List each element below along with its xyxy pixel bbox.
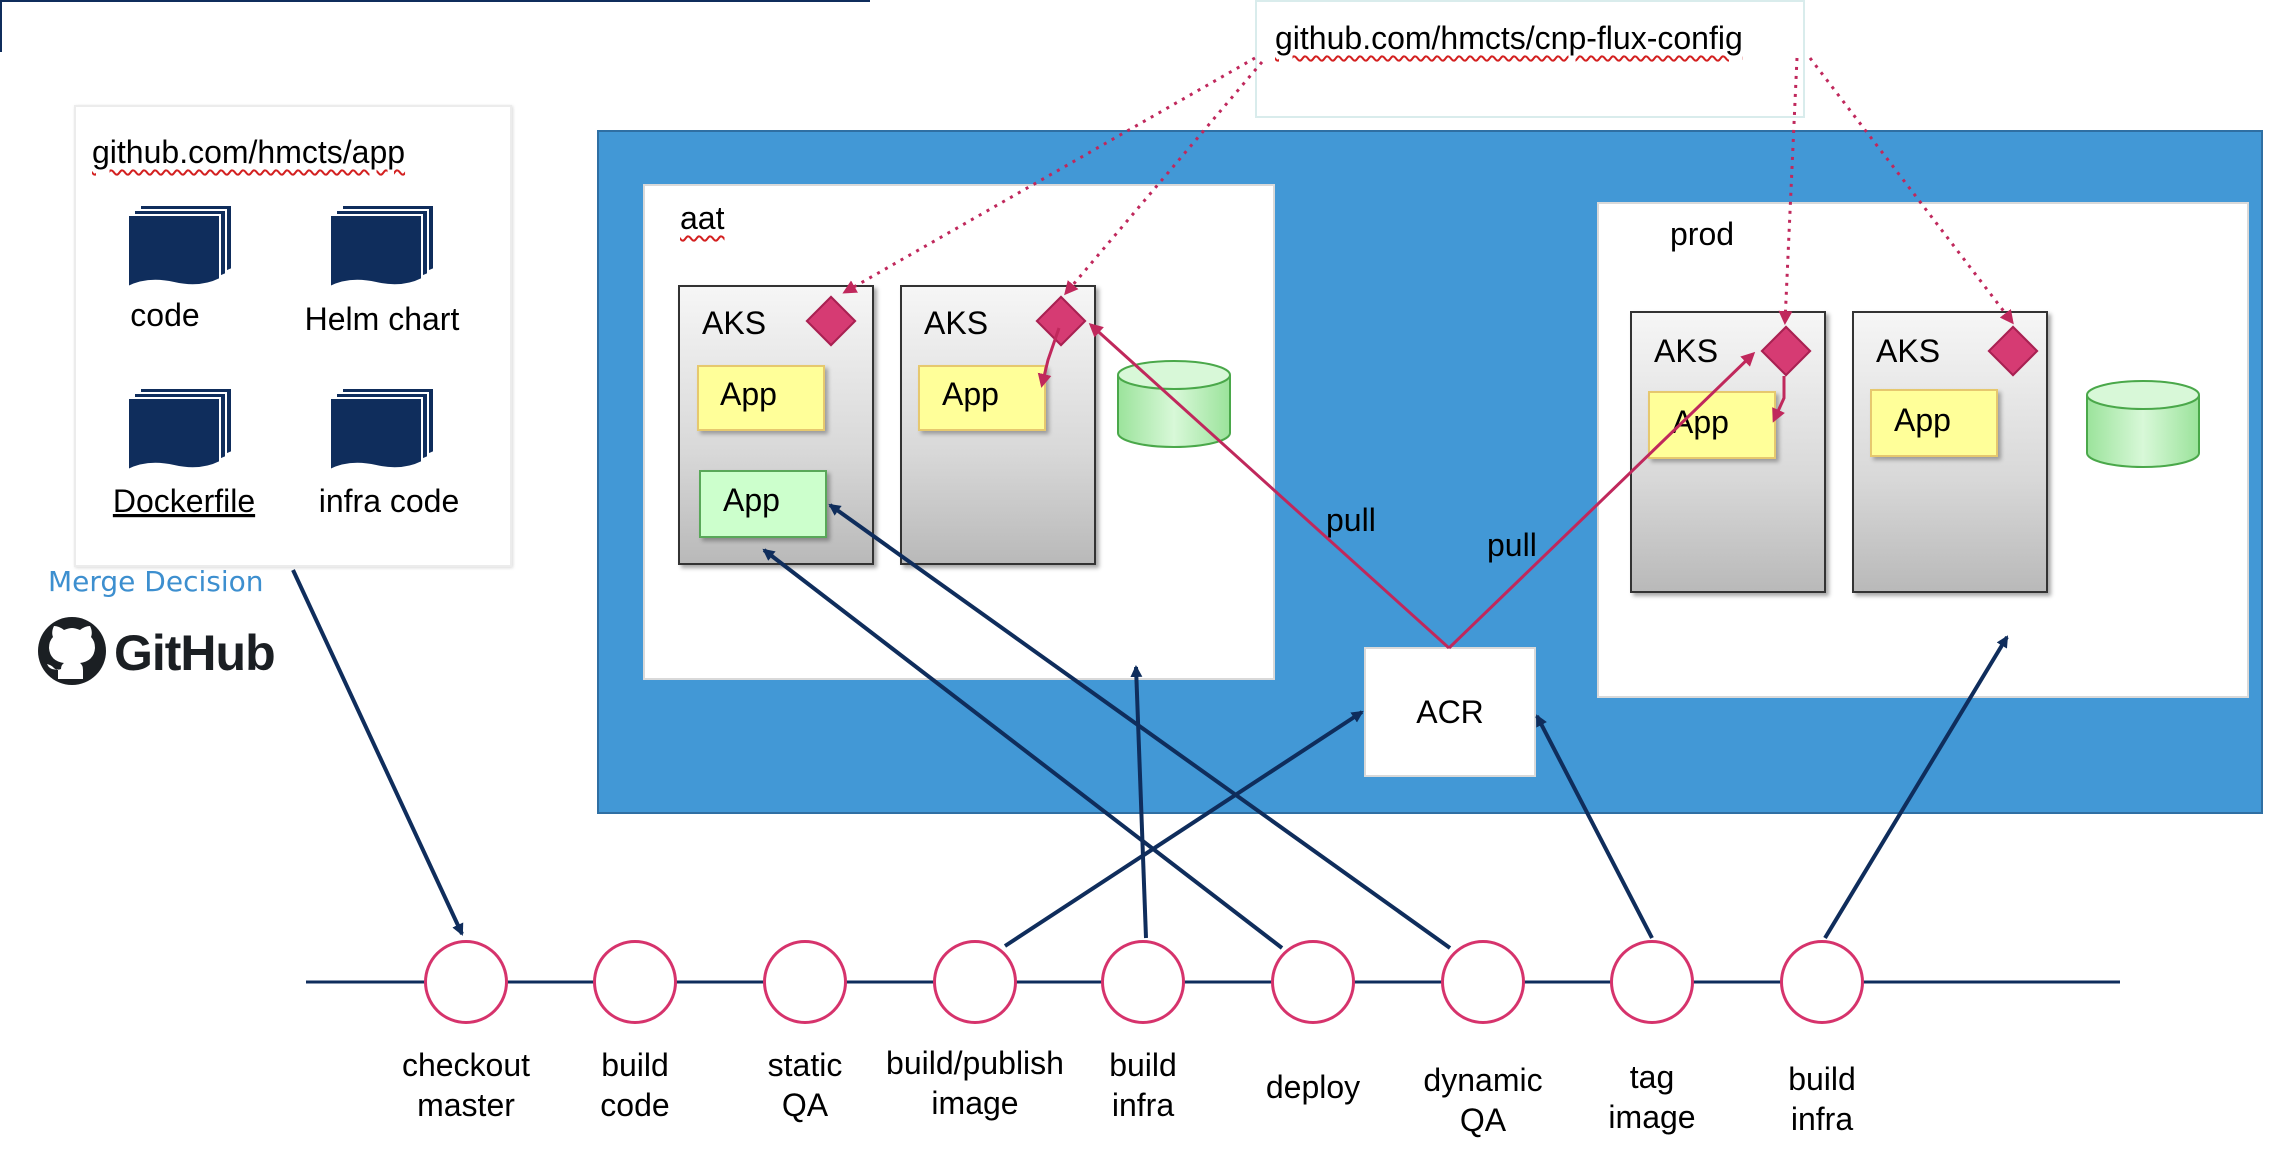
flux-sync-arrow-prod-1 bbox=[1778, 57, 1799, 325]
stage-checkout-master bbox=[424, 940, 508, 1024]
app-repo-panel bbox=[74, 105, 512, 567]
app-repo-url: github.com/hmcts/app bbox=[92, 134, 406, 170]
app-label-aat-1-new: App bbox=[723, 482, 780, 518]
dockerfile-file-icon bbox=[127, 387, 233, 472]
github-octocat-icon bbox=[38, 617, 106, 685]
infra-code-label: infra code bbox=[319, 483, 460, 519]
build-infra-prod-arrow bbox=[1823, 635, 2009, 940]
stage-build-infra-prod bbox=[1780, 940, 1864, 1024]
tag-image-to-acr-arrow bbox=[1535, 714, 1654, 939]
aks-label-aat-1: AKS bbox=[702, 305, 767, 341]
stage-static-qa bbox=[763, 940, 847, 1024]
publish-image-to-acr-arrow bbox=[1003, 710, 1364, 948]
infra-code-file-icon bbox=[329, 387, 435, 472]
build-infra-aat-arrow bbox=[1130, 665, 1148, 939]
aat-database-icon bbox=[1117, 360, 1231, 448]
helm-chart-label: Helm chart bbox=[305, 301, 460, 337]
app-label-prod-2: App bbox=[1894, 402, 1951, 438]
prod-label: prod bbox=[1670, 216, 1735, 252]
flux-sync-arrow-aat-1 bbox=[842, 56, 1256, 294]
flux-sync-arrow-prod-2 bbox=[1808, 57, 2014, 325]
app-label-aat-2: App bbox=[942, 376, 999, 412]
aks-label-aat-2: AKS bbox=[924, 305, 989, 341]
helm-chart-file-icon bbox=[329, 204, 435, 289]
app-label-aat-1: App bbox=[720, 376, 777, 412]
pull-label-aat: pull bbox=[1326, 502, 1376, 538]
acr-box bbox=[1364, 647, 1536, 777]
flux-update-arrow-prod bbox=[1772, 376, 1786, 423]
stage-label-deploy: deploy bbox=[1265, 1069, 1361, 1105]
stage-build-infra-aat bbox=[1101, 940, 1185, 1024]
aat-label: aat bbox=[680, 200, 725, 236]
flux-config-url: github.com/hmcts/cnp-flux-config bbox=[1275, 20, 1743, 56]
prod-database-icon bbox=[2086, 380, 2200, 468]
aks-label-prod-2: AKS bbox=[1876, 333, 1941, 369]
app-aat-2 bbox=[918, 365, 1046, 431]
flux-sync-arrow-aat-2 bbox=[1064, 61, 1264, 296]
github-wordmark: GitHub bbox=[114, 625, 276, 681]
flux-update-arrow-aat bbox=[1037, 327, 1061, 388]
dockerfile-label: Dockerfile bbox=[113, 483, 255, 519]
dynamic-qa-arrow bbox=[828, 503, 1452, 950]
code-file-icon bbox=[127, 204, 233, 289]
merge-decision-label: Merge Decision bbox=[48, 565, 264, 598]
stage-deploy bbox=[1271, 940, 1355, 1024]
stage-dynamic-qa bbox=[1441, 940, 1525, 1024]
pull-arrow-aat bbox=[1088, 322, 1451, 650]
stage-tag-image bbox=[1610, 940, 1694, 1024]
stage-build-publish-image bbox=[933, 940, 1017, 1024]
flux-config-box bbox=[1255, 0, 1805, 118]
code-label: code bbox=[130, 297, 199, 333]
app-aat-1 bbox=[697, 365, 825, 431]
pull-arrow-prod bbox=[1447, 351, 1756, 650]
acr-label: ACR bbox=[1416, 694, 1484, 730]
app-prod-2 bbox=[1870, 389, 1998, 457]
pull-label-prod: pull bbox=[1487, 527, 1537, 563]
merge-to-checkout-arrow bbox=[291, 569, 464, 936]
aks-label-prod-1: AKS bbox=[1654, 333, 1719, 369]
stage-build-code bbox=[593, 940, 677, 1024]
app-aat-1-new bbox=[699, 470, 827, 538]
frame-edge bbox=[0, 0, 870, 52]
deploy-to-aat-arrow bbox=[762, 548, 1284, 950]
